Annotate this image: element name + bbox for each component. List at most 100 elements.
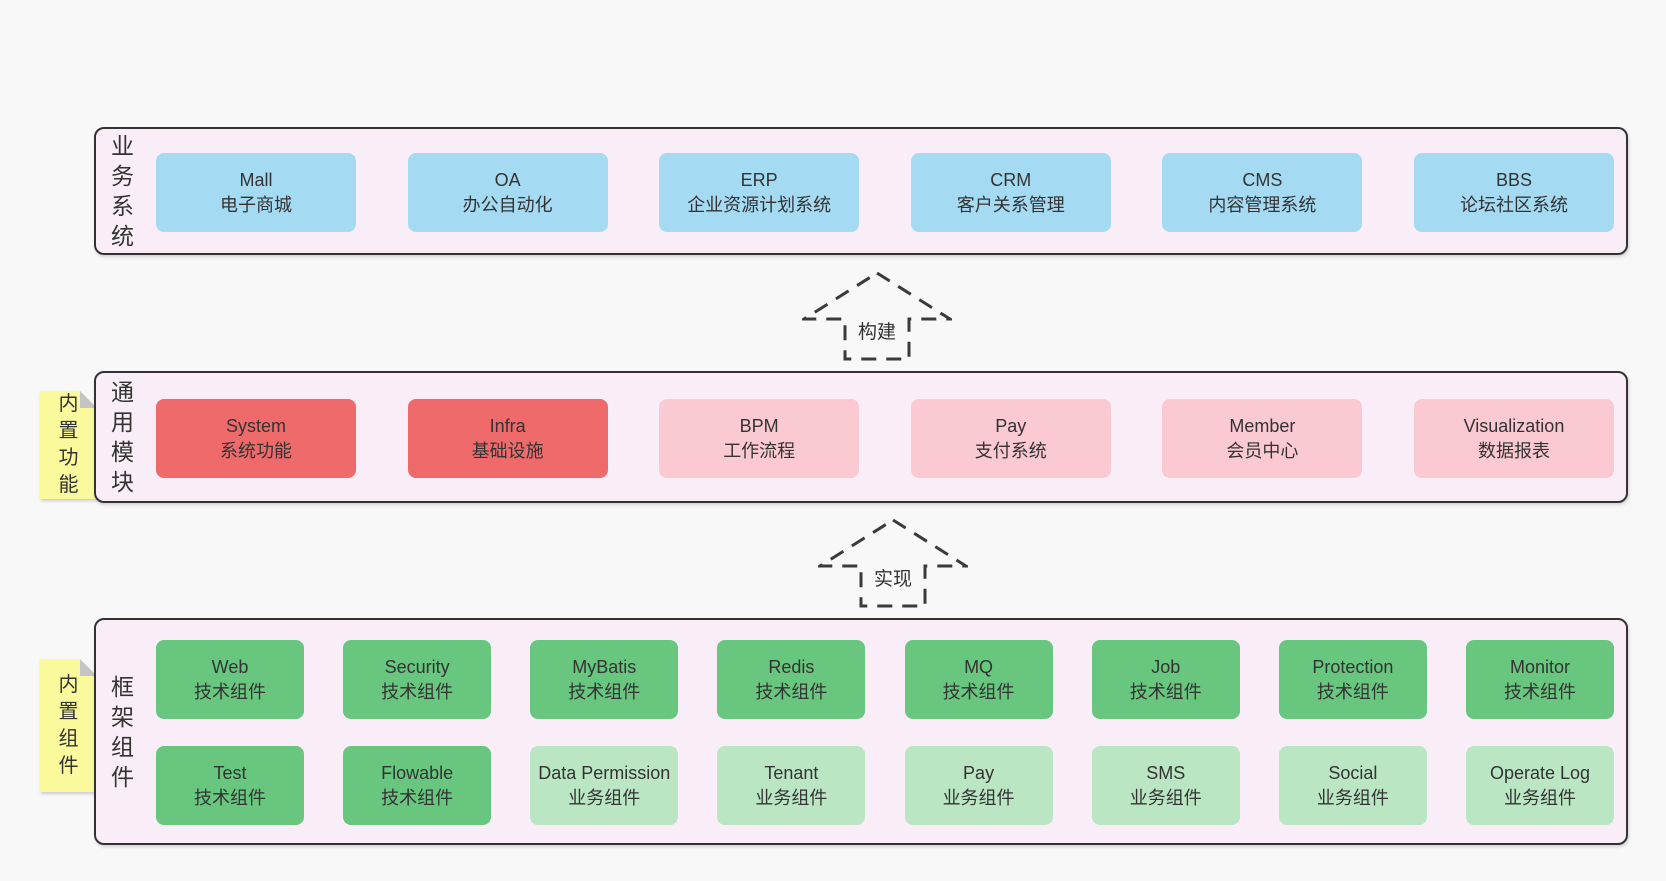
box-erp: ERP 企业资源计划系统 <box>659 153 860 232</box>
box-bbs: BBS 论坛社区系统 <box>1413 153 1614 232</box>
box-desc: 业务组件 <box>1129 787 1202 808</box>
box-desc: 办公自动化 <box>462 194 553 215</box>
box-desc: 技术组件 <box>194 787 266 808</box>
box-job: Job 技术组件 <box>1091 640 1240 719</box>
box-mq: MQ 技术组件 <box>904 640 1053 719</box>
framework-box-row-2: Test 技术组件 Flowable 技术组件 Data Permission … <box>156 746 1614 825</box>
box-desc: 企业资源计划系统 <box>687 194 832 215</box>
box-desc: 技术组件 <box>1503 681 1576 702</box>
dashed-up-arrow-icon <box>814 518 972 608</box>
box-system: System 系统功能 <box>156 399 356 478</box>
box-desc: 系统功能 <box>220 440 292 461</box>
box-mall: Mall 电子商城 <box>156 153 356 232</box>
box-name: OA <box>494 169 521 190</box>
box-name: MQ <box>964 656 994 677</box>
panel-business-systems: 业务系统 Mall 电子商城 OA 办公自动化 ERP 企业资源计划系统 CRM… <box>94 127 1628 255</box>
box-pay-component: Pay 业务组件 <box>904 746 1053 825</box>
box-visualization: Visualization 数据报表 <box>1413 399 1614 478</box>
box-redis: Redis 技术组件 <box>717 640 866 719</box>
box-mybatis: MyBatis 技术组件 <box>530 640 679 719</box>
box-name: CMS <box>1242 169 1283 190</box>
box-desc: 支付系统 <box>974 440 1047 461</box>
box-test: Test 技术组件 <box>156 746 304 825</box>
box-name: Redis <box>768 656 815 677</box>
panel-framework-components: 框架组件 Web 技术组件 Security 技术组件 MyBatis 技术组件… <box>94 618 1628 845</box>
box-name: Flowable <box>381 762 454 783</box>
box-desc: 技术组件 <box>381 787 454 808</box>
box-name: Pay <box>963 762 995 783</box>
box-name: CRM <box>990 169 1032 190</box>
box-name: SMS <box>1146 762 1186 783</box>
box-name: Job <box>1151 656 1181 677</box>
box-name: MyBatis <box>572 656 637 677</box>
box-desc: 业务组件 <box>568 787 641 808</box>
box-name: Pay <box>995 415 1027 436</box>
box-desc: 会员中心 <box>1226 440 1299 461</box>
box-name: Monitor <box>1509 656 1570 677</box>
box-desc: 技术组件 <box>1129 681 1202 702</box>
box-crm: CRM 客户关系管理 <box>910 153 1111 232</box>
sticky-note-built-in-functions: 内置功能 <box>40 391 97 499</box>
box-desc: 数据报表 <box>1477 440 1550 461</box>
box-tenant: Tenant 业务组件 <box>717 746 866 825</box>
arrow-up-build-icon: 构建 <box>798 271 956 361</box>
box-desc: 业务组件 <box>755 787 828 808</box>
box-flowable: Flowable 技术组件 <box>343 746 492 825</box>
panel-modules-label: 通用模块 <box>111 379 134 495</box>
box-infra: Infra 基础设施 <box>407 399 608 478</box>
box-name: Data Permission <box>538 762 671 783</box>
arrow-build-label: 构建 <box>853 317 901 344</box>
box-web: Web 技术组件 <box>156 640 304 719</box>
box-desc: 技术组件 <box>381 681 454 702</box>
box-name: Security <box>384 656 450 677</box>
box-name: Test <box>213 762 247 783</box>
folded-corner-icon <box>80 391 97 408</box>
box-name: Infra <box>489 415 526 436</box>
box-desc: 技术组件 <box>1316 681 1389 702</box>
box-pay-module: Pay 支付系统 <box>910 399 1111 478</box>
box-desc: 技术组件 <box>755 681 828 702</box>
box-desc: 业务组件 <box>1503 787 1576 808</box>
box-name: Tenant <box>764 762 819 783</box>
note-text: 内置组件 <box>58 673 79 777</box>
box-name: Operate Log <box>1489 762 1591 783</box>
modules-box-row: System 系统功能 Infra 基础设施 BPM 工作流程 Pay 支付系统… <box>156 399 1614 478</box>
box-security: Security 技术组件 <box>343 640 492 719</box>
box-protection: Protection 技术组件 <box>1278 640 1427 719</box>
box-desc: 客户关系管理 <box>956 194 1065 215</box>
folded-corner-icon <box>80 659 97 676</box>
box-sms: SMS 业务组件 <box>1091 746 1240 825</box>
box-desc: 技术组件 <box>942 681 1015 702</box>
box-desc: 基础设施 <box>471 440 544 461</box>
box-oa: OA 办公自动化 <box>407 153 608 232</box>
business-box-row: Mall 电子商城 OA 办公自动化 ERP 企业资源计划系统 CRM 客户关系… <box>156 153 1614 232</box>
box-monitor: Monitor 技术组件 <box>1465 640 1614 719</box>
box-name: BBS <box>1495 169 1532 190</box>
note-text: 内置功能 <box>58 393 79 496</box>
dashed-up-arrow-icon <box>798 271 956 361</box>
panel-business-label: 业务系统 <box>111 133 134 249</box>
box-member: Member 会员中心 <box>1162 399 1363 478</box>
box-name: Visualization <box>1463 415 1565 436</box>
box-desc: 内容管理系统 <box>1208 194 1317 215</box>
framework-box-row-1: Web 技术组件 Security 技术组件 MyBatis 技术组件 Redi… <box>156 640 1614 719</box>
box-name: Member <box>1229 415 1296 436</box>
panel-common-modules: 通用模块 System 系统功能 Infra 基础设施 BPM 工作流程 Pay… <box>94 371 1628 503</box>
box-desc: 工作流程 <box>723 440 796 461</box>
box-name: ERP <box>740 169 778 190</box>
box-name: Social <box>1328 762 1378 783</box>
box-desc: 技术组件 <box>194 681 266 702</box>
box-social: Social 业务组件 <box>1278 746 1427 825</box>
box-name: Mall <box>239 169 273 190</box>
box-desc: 技术组件 <box>568 681 641 702</box>
box-desc: 业务组件 <box>1316 787 1389 808</box>
box-name: Protection <box>1312 656 1394 677</box>
box-bpm: BPM 工作流程 <box>659 399 860 478</box>
arrow-implement-label: 实现 <box>869 564 917 591</box>
panel-framework-label: 框架组件 <box>111 673 134 790</box>
arrow-up-implement-icon: 实现 <box>814 518 972 608</box>
box-desc: 论坛社区系统 <box>1459 194 1568 215</box>
box-name: BPM <box>739 415 779 436</box>
box-name: Web <box>211 656 249 677</box>
